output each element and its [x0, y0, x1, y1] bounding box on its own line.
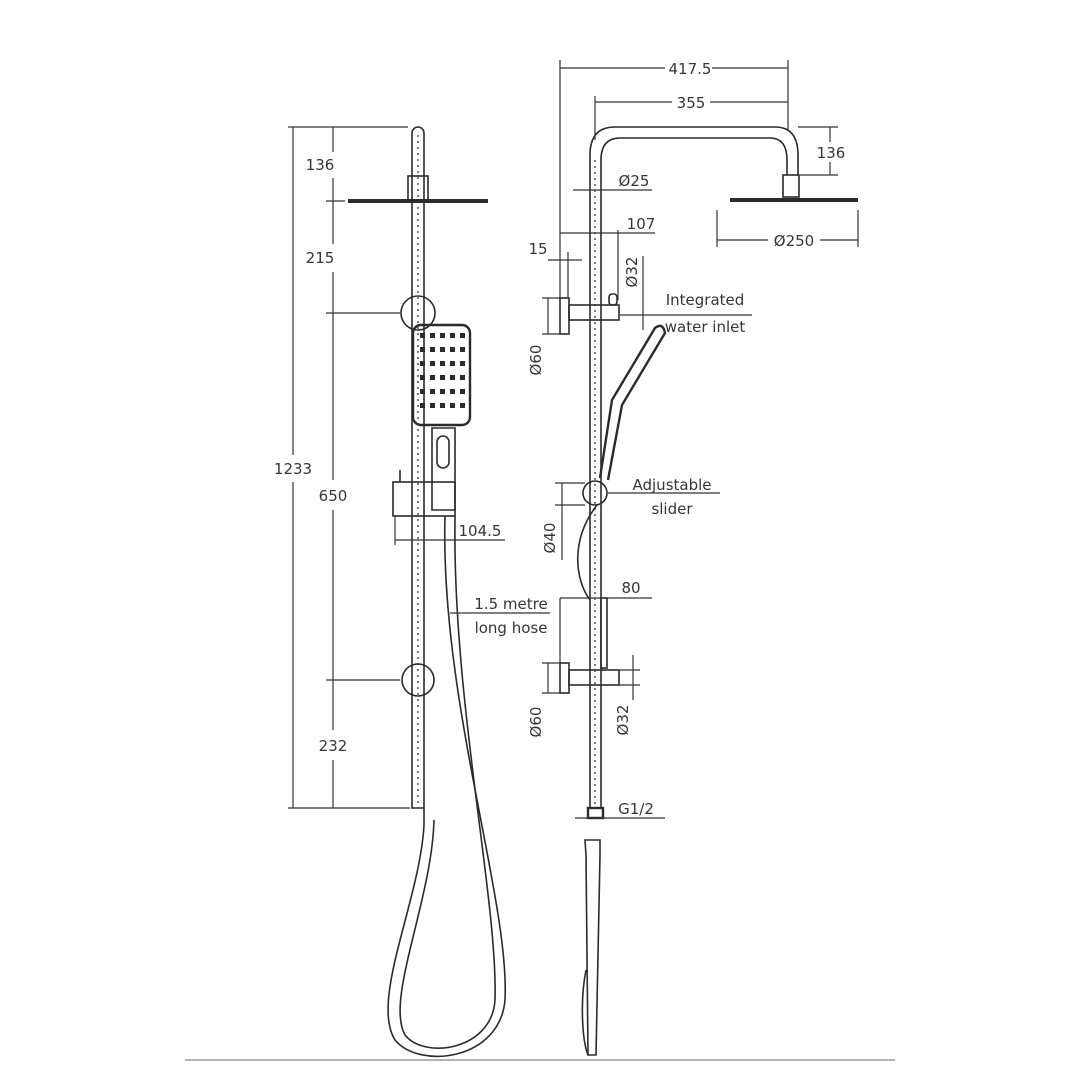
nozzle — [420, 333, 425, 338]
hand-shower-head — [411, 323, 472, 427]
hose-label-line1: 1.5 metre — [474, 595, 547, 613]
side-rail-and-arm — [589, 126, 799, 808]
nozzle — [440, 403, 445, 408]
nozzle — [420, 403, 425, 408]
dim-136-side: 136 — [817, 144, 846, 162]
dim-136-front: 136 — [306, 156, 335, 174]
nozzle — [430, 361, 435, 366]
dim-104-5: 104.5 — [459, 522, 502, 540]
slider-label-line2: slider — [651, 500, 693, 518]
nozzle — [440, 347, 445, 352]
nozzle — [440, 389, 445, 394]
dim-g1-2: G1/2 — [618, 800, 654, 818]
dim-60-bottom: Ø60 — [527, 707, 545, 738]
bottom-wall-plate — [559, 662, 570, 694]
hose-label-line2: long hose — [475, 619, 548, 637]
dim-417-5: 417.5 — [669, 60, 712, 78]
top-wall-plate — [559, 297, 570, 335]
dim-80: 80 — [621, 579, 640, 597]
nozzle — [460, 361, 465, 366]
dim-15: 15 — [528, 240, 547, 258]
nozzle — [430, 347, 435, 352]
dim-40: Ø40 — [541, 523, 559, 554]
dim-250: Ø250 — [774, 232, 814, 250]
nozzle — [420, 389, 425, 394]
dim-32-top: Ø32 — [623, 257, 641, 288]
nozzle — [420, 361, 425, 366]
nozzle — [450, 347, 455, 352]
bottom-bracket-spacer — [600, 597, 608, 669]
dim-355: 355 — [677, 94, 706, 112]
bottom-bracket-arm — [568, 669, 620, 686]
side-hose — [577, 504, 598, 601]
inlet-fitting — [586, 806, 605, 820]
hose — [387, 515, 507, 1058]
top-bracket-arm — [568, 304, 620, 321]
nozzle — [450, 361, 455, 366]
dim-32-bottom: Ø32 — [614, 705, 632, 736]
dim-215: 215 — [306, 249, 335, 267]
hand-shower-handle — [431, 427, 456, 511]
inlet-label-line2: water inlet — [665, 318, 746, 336]
nozzle — [450, 375, 455, 380]
side-slider — [582, 480, 608, 506]
dim-1233: 1233 — [274, 460, 312, 478]
nozzle — [430, 403, 435, 408]
nozzle — [420, 347, 425, 352]
dim-60-top: Ø60 — [527, 345, 545, 376]
nozzle — [440, 375, 445, 380]
nozzle — [450, 403, 455, 408]
hand-shower-nozzles — [420, 333, 465, 408]
dim-107: 107 — [627, 215, 656, 233]
hose-end — [584, 839, 601, 1056]
bottom-wall-bracket — [401, 663, 435, 697]
top-wall-bracket — [400, 295, 436, 331]
dim-25: Ø25 — [619, 172, 650, 190]
side-hand-shower — [598, 324, 667, 481]
nozzle — [430, 389, 435, 394]
water-inlet-knob — [608, 293, 618, 306]
nozzle — [430, 333, 435, 338]
nozzle — [460, 333, 465, 338]
slider-label-line1: Adjustable — [633, 476, 712, 494]
front-view: 136 215 1233 650 232 104.5 1.5 metre lon… — [274, 126, 550, 1058]
side-view: 417.5 355 136 Ø250 Ø25 107 15 Ø32 Ø60 In… — [527, 60, 859, 1056]
nozzle — [440, 333, 445, 338]
nozzle — [460, 403, 465, 408]
nozzle — [430, 375, 435, 380]
nozzle — [450, 333, 455, 338]
nozzle — [450, 389, 455, 394]
nozzle — [420, 375, 425, 380]
dim-232: 232 — [319, 737, 348, 755]
side-head-connector — [782, 174, 800, 198]
slider — [392, 481, 456, 517]
nozzle — [460, 375, 465, 380]
dim-650: 650 — [319, 487, 348, 505]
inlet-label-line1: Integrated — [666, 291, 745, 309]
nozzle — [440, 361, 445, 366]
front-rail — [411, 126, 425, 809]
nozzle — [460, 389, 465, 394]
nozzle — [460, 347, 465, 352]
